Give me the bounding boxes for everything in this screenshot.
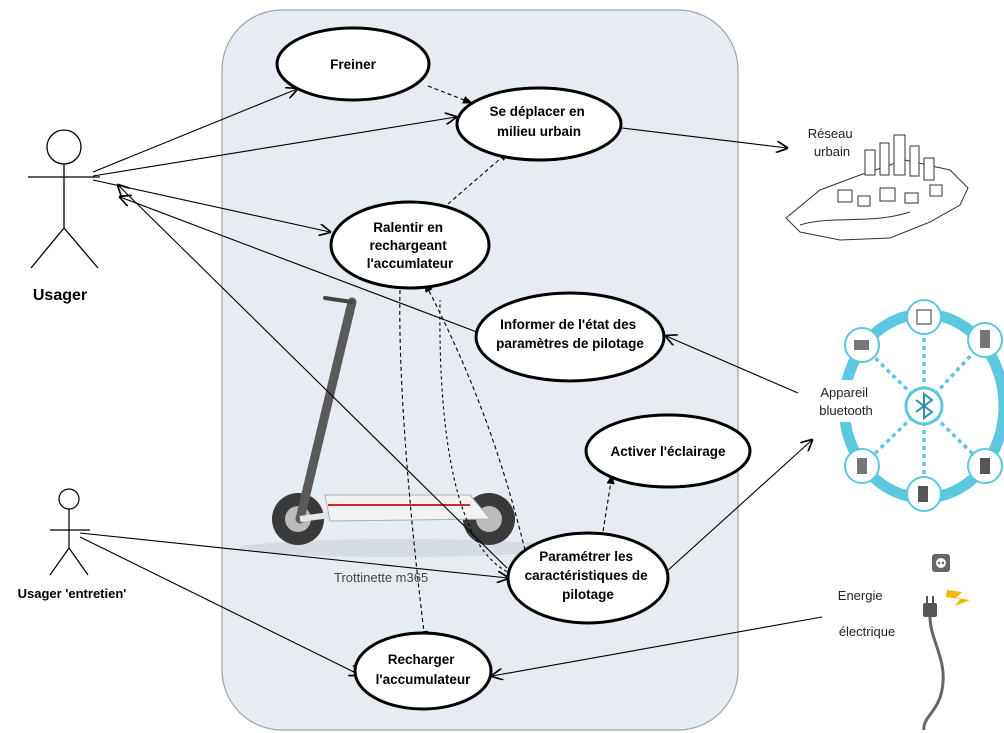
use-case-activer-text: Activer l'éclairage: [610, 444, 726, 459]
use-case-parametrer-line1: Paramétrer les: [539, 549, 633, 564]
external-reseau-label: Réseau urbain: [808, 126, 856, 159]
outlet-icon: [932, 554, 950, 572]
svg-text:Informer de l'état des p: Informer de l'état des paramètres de pil…: [496, 317, 644, 351]
use-case-recharger-line2: l'accumulateur: [376, 672, 471, 687]
scooter-illustration: [240, 296, 560, 557]
use-case-ralentir-line3: l'accumlateur: [367, 256, 454, 271]
actor-usager-entretien-head-icon: [58, 488, 80, 510]
external-bluetooth-label: Appareil bluetooth: [819, 385, 873, 418]
use-case-recharger[interactable]: Recharger l'accumulateur: [353, 631, 493, 711]
plug-cable-icon: [922, 596, 945, 731]
actor-usager-entretien-label: Usager 'entretien': [18, 586, 127, 601]
dependencies: [399, 85, 615, 641]
use-case-se-deplacer-line1: Se déplacer en: [489, 104, 584, 119]
use-case-freiner-text: Freiner: [330, 57, 377, 72]
city-icon: [785, 134, 969, 241]
lightning-icon: [946, 590, 970, 606]
svg-text:Ralentir en rechargeant: Ralentir en rechargeant l'accumlateur: [367, 220, 454, 271]
system-label: Trottinette m365: [334, 570, 428, 585]
external-energie-line1: Energie: [838, 588, 883, 603]
svg-text:Se déplacer en milieu u: Se déplacer en milieu urbain: [489, 104, 588, 139]
external-bluetooth-line1: Appareil: [820, 385, 868, 400]
actor-usager-head-icon: [46, 129, 82, 165]
use-case-informer-line1: Informer de l'état des: [500, 317, 636, 332]
use-case-freiner[interactable]: Freiner: [275, 26, 431, 102]
svg-text:Activer l'éclairage: Activer l'éclairage: [610, 444, 726, 459]
external-reseau-line1: Réseau: [808, 126, 853, 141]
actor-usager: [28, 129, 100, 269]
use-case-activer[interactable]: Activer l'éclairage: [584, 413, 752, 489]
use-case-ralentir-line2: rechargeant: [369, 238, 447, 253]
bluetooth-label-bg: [808, 380, 890, 422]
external-reseau-line2: urbain: [814, 144, 850, 159]
svg-text:Paramétrer les caractéri: Paramétrer les caractéristiques de pilot…: [525, 549, 652, 602]
use-case-ralentir-line1: Ralentir en: [373, 220, 443, 235]
svg-text:Recharger l'accumulateur: Recharger l'accumulateur: [376, 652, 471, 687]
actor-usager-label: Usager: [33, 287, 87, 304]
use-case-informer-line2: paramètres de pilotage: [496, 336, 644, 351]
use-case-se-deplacer-line2: milieu urbain: [497, 124, 581, 139]
use-case-recharger-line1: Recharger: [388, 652, 456, 667]
use-case-ralentir[interactable]: Ralentir en rechargeant l'accumlateur: [329, 200, 491, 290]
svg-text:Freiner: Freiner: [330, 57, 377, 72]
associations: [79, 89, 823, 676]
use-case-se-deplacer[interactable]: Se déplacer en milieu urbain: [455, 86, 623, 162]
bluetooth-network-icon: [838, 299, 1004, 512]
external-energie-label: Energie électrique: [838, 588, 895, 639]
use-case-informer[interactable]: Informer de l'état des paramètres de pil…: [474, 291, 666, 383]
actor-usager-entretien: [49, 488, 90, 576]
external-bluetooth-line2: bluetooth: [819, 403, 873, 418]
use-case-parametrer-line2: caractéristiques de: [525, 568, 649, 583]
external-energie-line2: électrique: [839, 624, 895, 639]
use-case-parametrer-line3: pilotage: [562, 587, 614, 602]
use-case-parametrer[interactable]: Paramétrer les caractéristiques de pilot…: [506, 531, 670, 625]
